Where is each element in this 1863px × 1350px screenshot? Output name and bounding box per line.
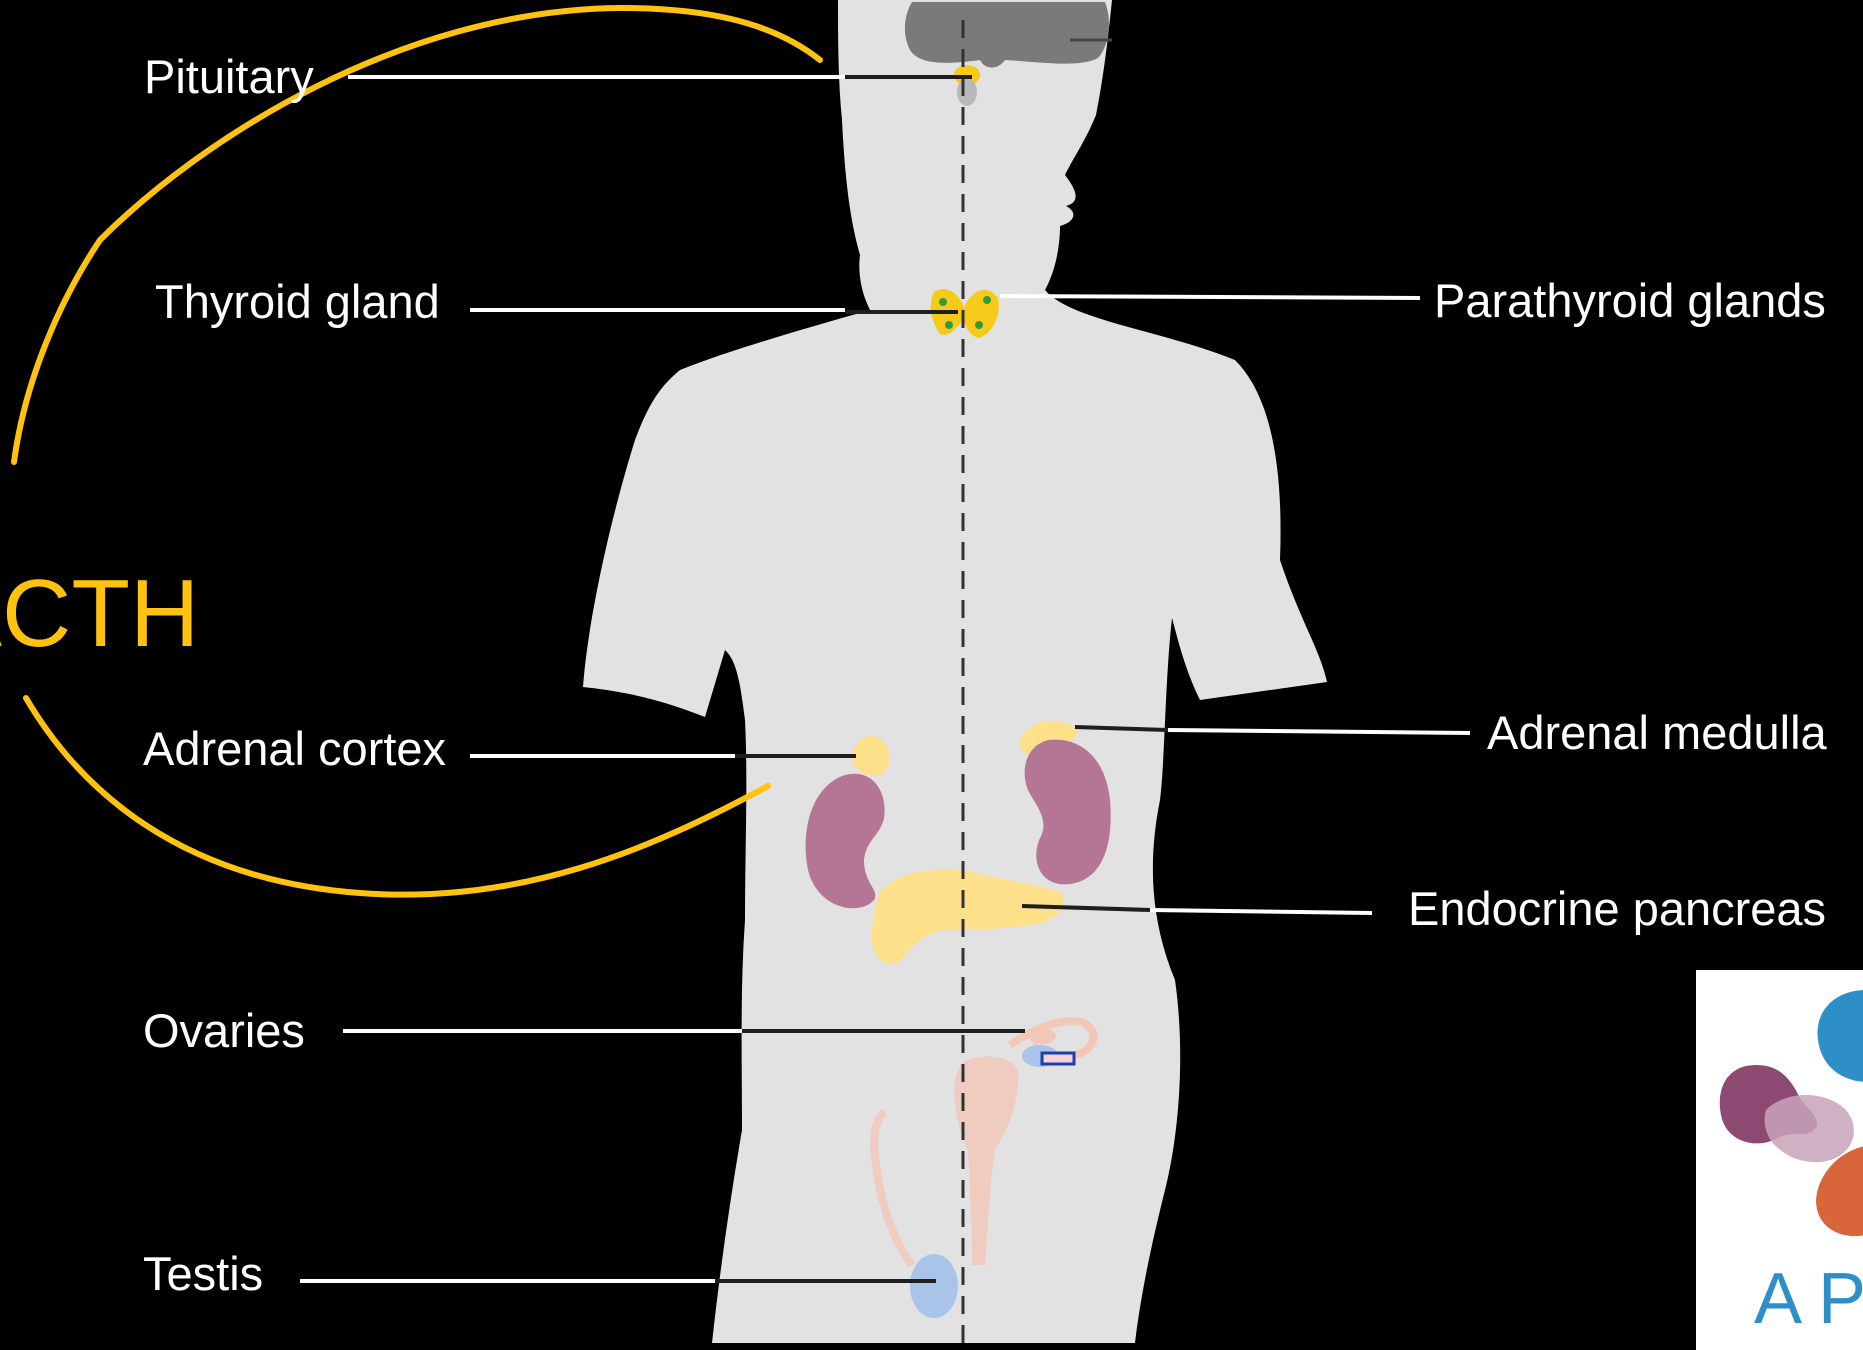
logo-text: AP [1754,1258,1863,1340]
label-adrenal-cortex: Adrenal cortex [143,725,446,772]
label-adrenal-medulla: Adrenal medulla [1487,709,1827,756]
logo-mauve-petal [1765,1095,1854,1162]
label-ovaries: Ovaries [143,1007,305,1054]
brainstem [957,78,977,106]
label-endocrine-pancreas: Endocrine pancreas [1408,885,1826,932]
label-testis: Testis [143,1250,263,1297]
leader-pancreas-outer [1150,910,1372,913]
label-parathyroid-glands: Parathyroid glands [1434,277,1826,324]
parathyroid-dot-2 [945,321,953,329]
parathyroid-dot-4 [975,321,983,329]
leader-parathyroid [1000,296,1420,298]
acth-label: ACTH [0,566,199,662]
body-silhouette [583,0,1327,1343]
label-pituitary: Pituitary [144,53,314,100]
label-thyroid-gland: Thyroid gland [155,278,440,325]
parathyroid-dot-3 [983,296,991,304]
ovary-marker [1042,1053,1074,1064]
leader-adrenal-medulla-outer [1168,730,1470,733]
brain [905,2,1109,68]
testis [910,1254,958,1318]
logo-card: AP [1696,970,1863,1350]
logo-blue-petal [1818,990,1863,1082]
logo-emblem [1696,970,1863,1270]
parathyroid-dot-1 [939,298,947,306]
fallopian-fimbria [1028,1028,1056,1044]
